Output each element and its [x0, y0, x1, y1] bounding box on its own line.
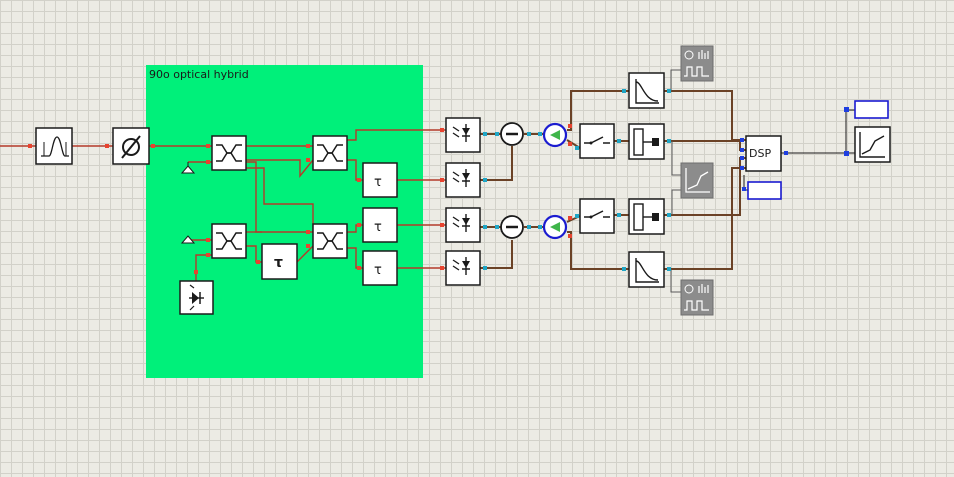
photodiode-icon: [452, 214, 470, 232]
spectrum-analyzer-block-2[interactable]: [680, 279, 714, 316]
sampler-icon: [633, 203, 659, 231]
coupler-icon: [216, 144, 242, 162]
monitor-wires: [670, 69, 681, 293]
dsp-block[interactable]: DSP: [745, 135, 782, 172]
constellation-icon: [859, 132, 885, 158]
coupler-icon: [317, 144, 343, 162]
hybrid-label: 90o optical hybrid: [149, 68, 249, 81]
amplifier-icon: [550, 222, 560, 232]
switch-icon: [584, 136, 610, 145]
delay-icon: τ: [374, 175, 382, 190]
optical-filter-block[interactable]: [35, 127, 73, 165]
delay-block-1[interactable]: τ: [261, 243, 298, 280]
delay-icon: τ: [374, 263, 382, 278]
ground-icon: [180, 235, 196, 244]
delay-icon: τ: [374, 220, 382, 235]
optical-ports: [28, 124, 572, 274]
delay-icon: τ: [274, 255, 283, 271]
delay-block-4[interactable]: τ: [362, 250, 398, 286]
oscilloscope-block[interactable]: [680, 162, 714, 199]
sampler-block-2[interactable]: [628, 198, 665, 235]
bit-analyzer-block-2[interactable]: [747, 181, 782, 200]
ground-icon: [180, 162, 196, 174]
spectrum-analyzer-icon: [684, 284, 709, 311]
photodiode-block-3[interactable]: [445, 207, 481, 243]
constellation-block[interactable]: [854, 126, 891, 163]
photodiode-icon: [452, 257, 470, 275]
coupler-icon: [317, 232, 343, 250]
bit-analyzer-block-1[interactable]: [854, 100, 889, 119]
photodiode-icon: [452, 169, 470, 187]
amplifier-block-2[interactable]: [542, 214, 568, 240]
spectrum-analyzer-block-1[interactable]: [680, 45, 714, 82]
amplifier-block-1[interactable]: [542, 122, 568, 148]
lowpass-filter-icon: [635, 79, 659, 104]
coupler-icon: [216, 232, 242, 250]
sampler-block-1[interactable]: [628, 123, 665, 160]
photodiode-icon: [452, 124, 470, 142]
photodiode-block-4[interactable]: [445, 250, 481, 286]
photodiode-block-1[interactable]: [445, 117, 481, 153]
phase-shifter-icon: [121, 135, 141, 159]
phase-shifter-block[interactable]: [112, 127, 150, 165]
switch-block-2[interactable]: [579, 198, 615, 234]
laser-icon: [189, 284, 204, 311]
delay-block-3[interactable]: τ: [362, 207, 398, 243]
coupler-block-3[interactable]: [211, 223, 247, 259]
switch-icon: [584, 210, 610, 219]
subtractor-block-1[interactable]: [500, 122, 524, 146]
local-oscillator-block[interactable]: [179, 280, 214, 315]
coupler-block-2[interactable]: [312, 135, 348, 171]
oscilloscope-icon: [685, 168, 710, 193]
optical-filter-icon: [41, 136, 69, 157]
electrical-ports: [483, 89, 671, 271]
subtractor-block-2[interactable]: [500, 215, 524, 239]
photodiode-block-2[interactable]: [445, 162, 481, 198]
sampler-icon: [633, 128, 659, 156]
lowpass-filter-block-2[interactable]: [628, 251, 665, 288]
coupler-block-4[interactable]: [312, 223, 348, 259]
lowpass-filter-icon: [635, 258, 659, 283]
dsp-label: DSP: [749, 147, 771, 160]
spectrum-analyzer-icon: [684, 50, 709, 77]
coupler-block-1[interactable]: [211, 135, 247, 171]
delay-block-2[interactable]: τ: [362, 162, 398, 198]
amplifier-icon: [550, 130, 560, 140]
digital-ports: [740, 107, 849, 191]
switch-block-1[interactable]: [579, 123, 615, 159]
lowpass-filter-block-1[interactable]: [628, 72, 665, 109]
